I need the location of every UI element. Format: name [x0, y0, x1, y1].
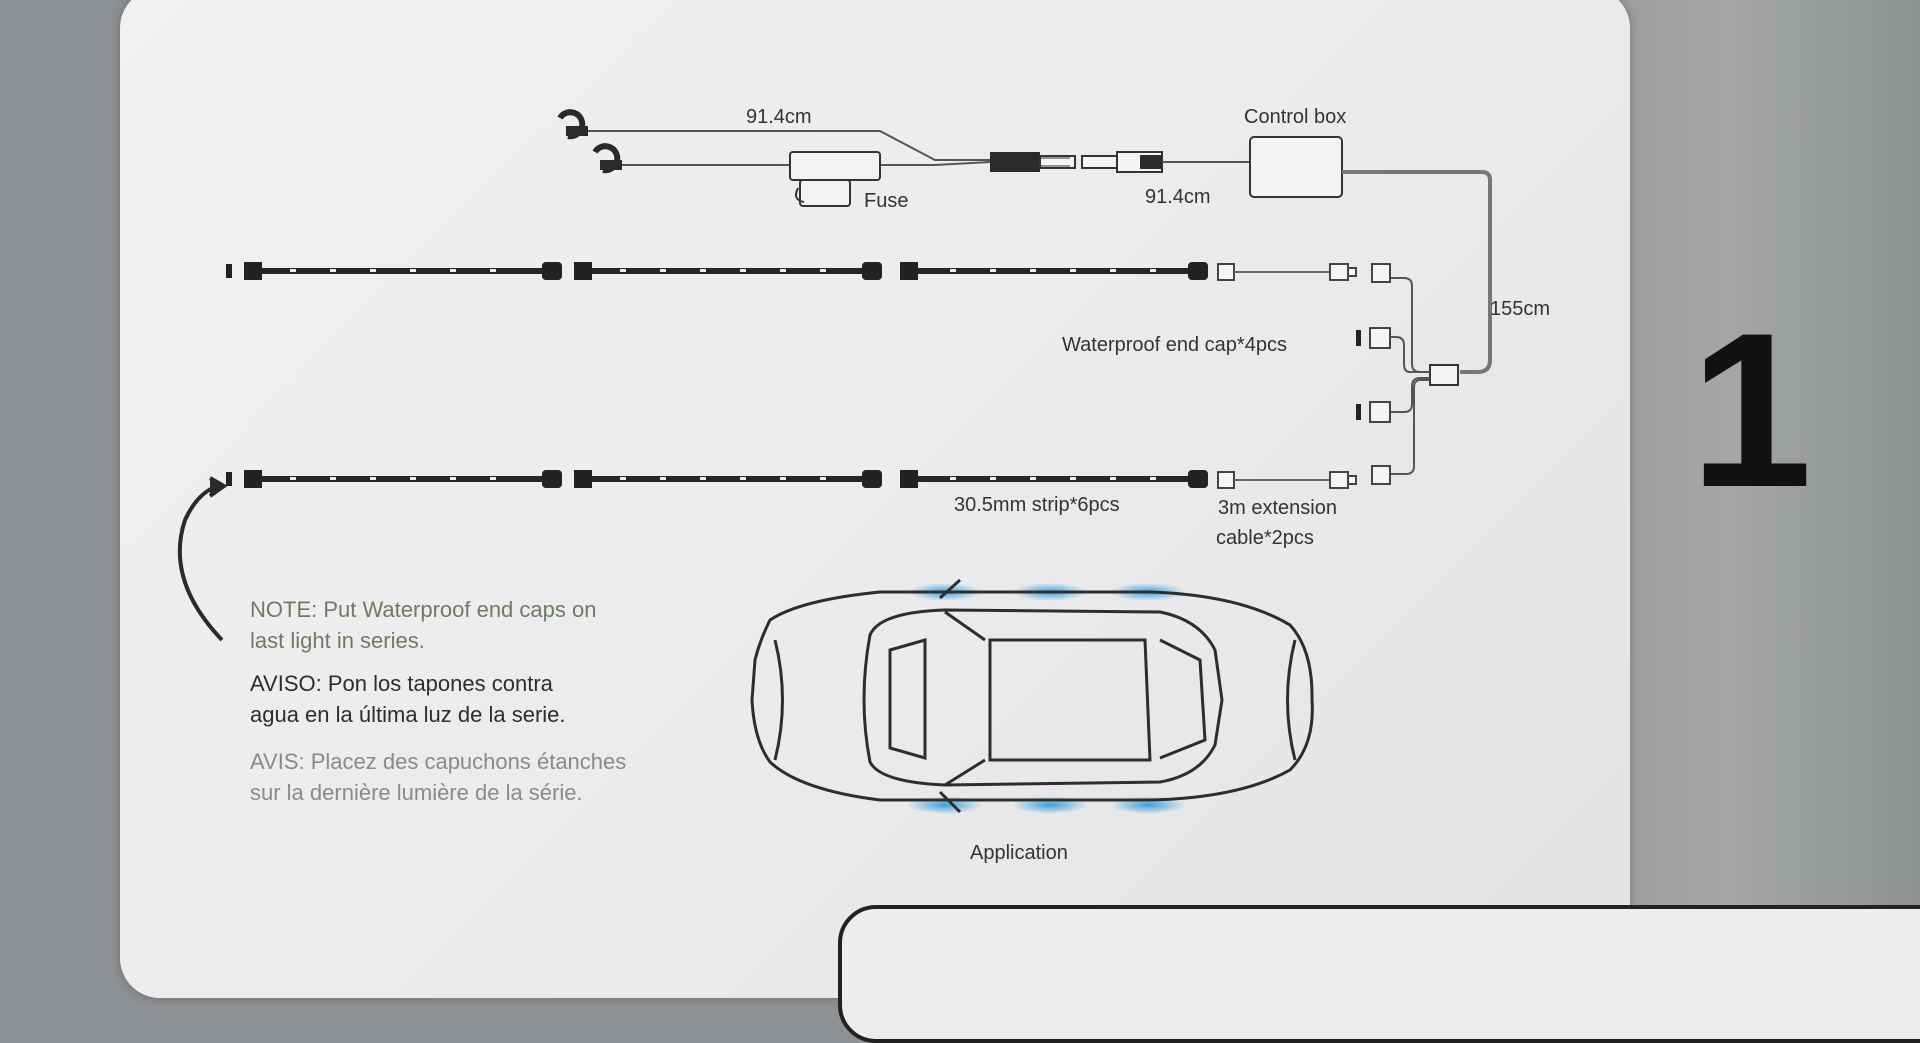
label-extension-line2: cable*2pcs	[1216, 527, 1314, 549]
led-strip-row-top	[226, 262, 1208, 280]
label-cable-long-length: 155cm	[1490, 298, 1551, 320]
waterproof-end-cap-icon	[1356, 327, 1391, 423]
label-strip: 30.5mm strip*6pcs	[954, 494, 1120, 516]
label-end-cap: Waterproof end cap*4pcs	[1062, 334, 1287, 356]
main-cable-155cm	[1342, 170, 1492, 374]
label-cable-mid-length: 91.4cm	[1145, 186, 1211, 208]
splitter-icon	[1429, 364, 1459, 386]
plug-connector-icon	[990, 151, 1163, 173]
note-spanish-line2: agua en la última luz de la serie.	[250, 702, 566, 727]
control-box	[1249, 136, 1343, 198]
power-clamp-icon	[557, 109, 622, 174]
power-cables	[588, 130, 991, 166]
led-strip-row-bottom	[226, 470, 1208, 488]
extension-cable-bottom	[1217, 465, 1391, 489]
note-english-line1: NOTE: Put Waterproof end caps on	[250, 597, 597, 622]
note-english-line2: last light in series.	[250, 628, 425, 653]
note-spanish: AVISO: Pon los tapones contra agua en la…	[250, 668, 566, 730]
side-number: 1	[1690, 287, 1812, 533]
note-english: NOTE: Put Waterproof end caps on last li…	[250, 594, 596, 656]
label-extension-line1: 3m extension	[1218, 497, 1337, 519]
label-fuse: Fuse	[864, 190, 909, 212]
label-application: Application	[970, 842, 1068, 864]
extension-cable-top	[1217, 263, 1391, 283]
note-french: AVIS: Placez des capuchons étanches sur …	[250, 746, 626, 808]
wiring-diagram	[177, 109, 1492, 814]
background-right	[1600, 0, 1920, 984]
note-french-line1: AVIS: Placez des capuchons étanches	[250, 749, 627, 774]
note-french-line2: sur la dernière lumière de la série.	[250, 780, 583, 805]
splitter-branches	[1390, 277, 1430, 475]
label-control-box: Control box	[1244, 106, 1347, 128]
fuse-holder-icon	[789, 151, 881, 207]
label-cable-top-length: 91.4cm	[746, 106, 812, 128]
note-spanish-line1: AVISO: Pon los tapones contra	[250, 671, 553, 696]
car-illustration	[750, 578, 1314, 814]
curved-arrow-icon	[177, 476, 228, 642]
